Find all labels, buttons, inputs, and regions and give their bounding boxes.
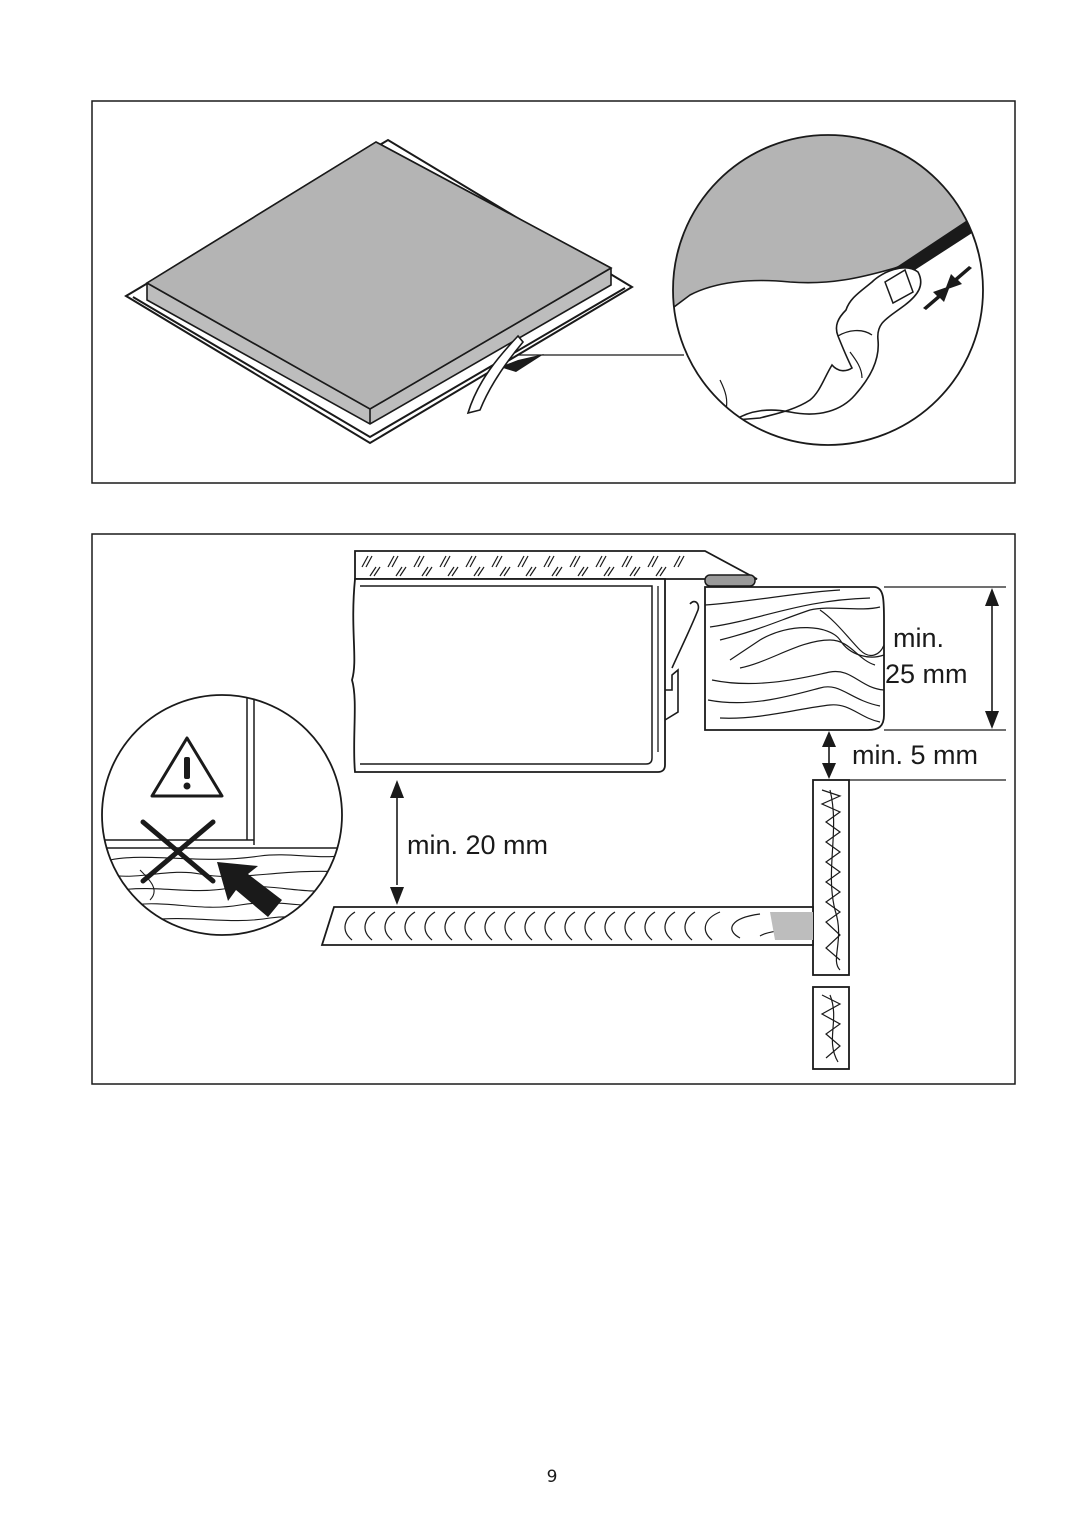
dimension-20mm bbox=[390, 780, 404, 905]
label-min-25-line2: 25 mm bbox=[885, 659, 968, 689]
press-arrow-icon bbox=[923, 286, 950, 310]
shelf-board bbox=[320, 906, 814, 946]
figure-1-hob-sealing bbox=[91, 100, 1016, 484]
warning-icon bbox=[150, 736, 224, 798]
arrow-icon bbox=[217, 862, 282, 917]
prohibited-cross-icon bbox=[140, 819, 216, 884]
worktop bbox=[704, 586, 885, 731]
peeled-strip-corner bbox=[466, 334, 525, 415]
dimension-5mm bbox=[822, 731, 1006, 781]
thumb-pressing-seal bbox=[719, 267, 922, 422]
cabinet-side-panel bbox=[812, 779, 850, 1070]
hob-panel bbox=[145, 141, 613, 425]
figure-2-installation-clearances: min. 25 mm min. 5 mm min. 20 mm bbox=[91, 533, 1016, 1085]
page-number: 9 bbox=[547, 1467, 558, 1487]
press-arrow-icon bbox=[945, 266, 972, 290]
hob-body bbox=[351, 578, 700, 773]
warning-magnifier bbox=[101, 694, 343, 936]
figure-1-frame bbox=[91, 100, 1016, 484]
hob-glass-top bbox=[354, 550, 758, 580]
label-min-20: min. 20 mm bbox=[407, 830, 548, 860]
label-min-5: min. 5 mm bbox=[852, 740, 978, 770]
label-min-25-line1: min. bbox=[893, 623, 944, 653]
dimension-25mm bbox=[884, 586, 1006, 731]
seal-gasket bbox=[704, 574, 756, 587]
detail-magnifier bbox=[672, 134, 984, 446]
figure-2-frame bbox=[91, 533, 1016, 1085]
